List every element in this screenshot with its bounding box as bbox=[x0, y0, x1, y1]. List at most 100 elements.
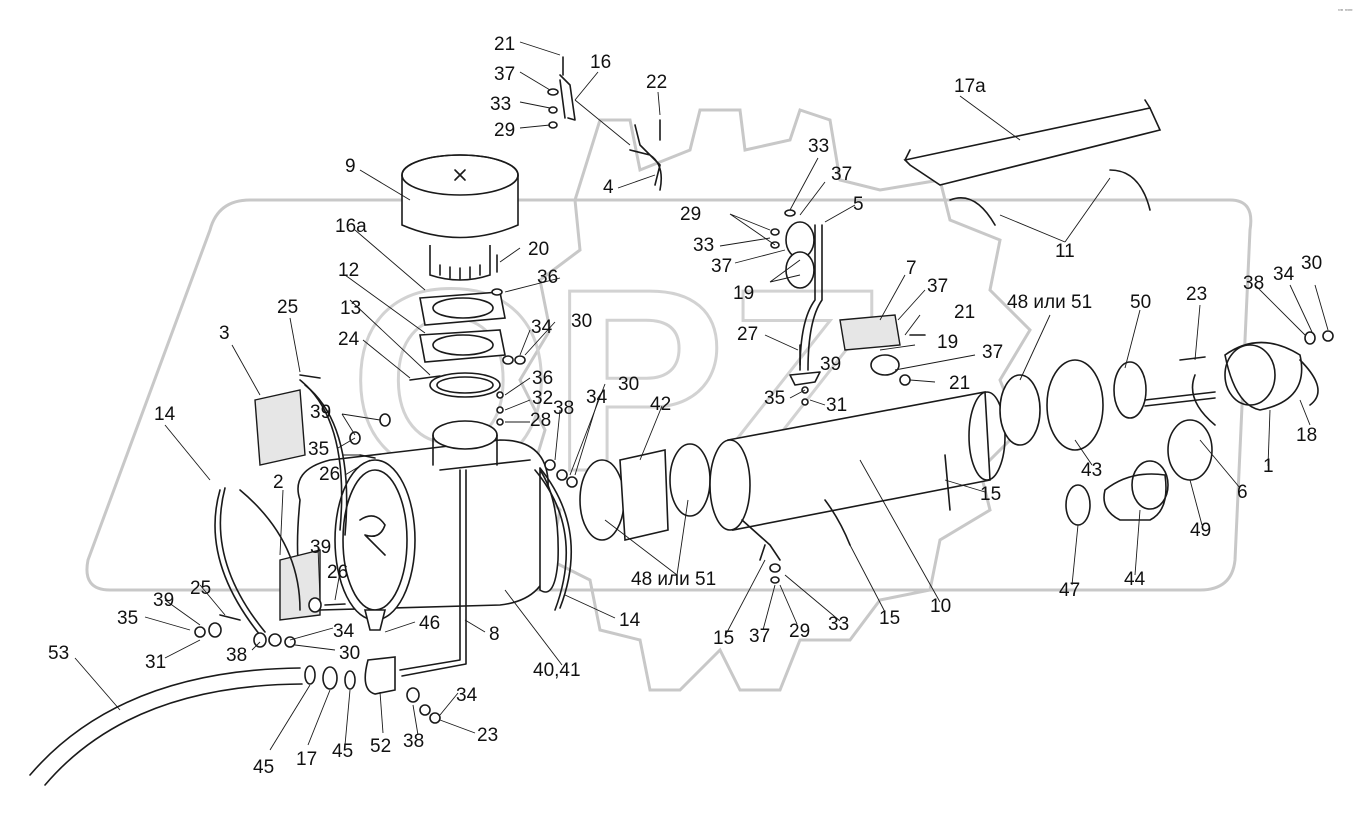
callout-43: 43 bbox=[1081, 460, 1102, 481]
callout-12: 12 bbox=[338, 260, 359, 281]
callout-15: 15 bbox=[980, 484, 1001, 505]
callout-8: 8 bbox=[489, 624, 500, 645]
intake-pipe bbox=[579, 359, 1147, 561]
dust-valve bbox=[363, 609, 387, 631]
elbows-and-clamps bbox=[1065, 341, 1319, 526]
callout-4: 4 bbox=[603, 177, 614, 198]
callout-38: 38 bbox=[1243, 273, 1264, 294]
callout-10: 10 bbox=[930, 596, 951, 617]
callout-46: 46 bbox=[419, 613, 440, 634]
callout-52: 52 bbox=[370, 736, 391, 757]
callout-15: 15 bbox=[713, 628, 734, 649]
callout-37: 37 bbox=[927, 276, 948, 297]
callout-37: 37 bbox=[831, 164, 852, 185]
callout-38: 38 bbox=[226, 645, 247, 666]
callout-39: 39 bbox=[153, 590, 174, 611]
callout-5: 5 bbox=[853, 194, 864, 215]
callout-2: 2 bbox=[273, 472, 284, 493]
callout-21: 21 bbox=[949, 373, 970, 394]
callout-27: 27 bbox=[737, 324, 758, 345]
callout-34: 34 bbox=[333, 621, 355, 642]
callout-15: 15 bbox=[879, 608, 900, 629]
callout-39: 39 bbox=[310, 537, 331, 558]
callout-42: 42 bbox=[650, 394, 671, 415]
callout-34: 34 bbox=[531, 317, 553, 338]
callout-19: 19 bbox=[733, 283, 754, 304]
callout-1: 1 bbox=[1263, 456, 1274, 477]
callout-25: 25 bbox=[190, 578, 211, 599]
gaskets bbox=[419, 291, 506, 398]
callout-53: 53 bbox=[48, 643, 69, 664]
callout-19: 19 bbox=[937, 332, 958, 353]
callout-28: 28 bbox=[530, 410, 551, 431]
callout-38: 38 bbox=[553, 398, 574, 419]
callout-21: 21 bbox=[494, 34, 515, 55]
callout-9: 9 bbox=[345, 156, 356, 177]
callout-33: 33 bbox=[808, 136, 829, 157]
callout-20: 20 bbox=[528, 239, 549, 260]
callout-30: 30 bbox=[571, 311, 592, 332]
callout-17: 17 bbox=[296, 749, 317, 770]
callout-48-or-51: 48 или 51 bbox=[1007, 292, 1092, 313]
callout-30: 30 bbox=[618, 374, 639, 395]
callout-39: 39 bbox=[310, 402, 331, 423]
inlet-neck bbox=[432, 420, 498, 450]
callout-36: 36 bbox=[537, 267, 558, 288]
callout-24: 24 bbox=[338, 329, 360, 350]
callout-39: 39 bbox=[820, 354, 841, 375]
precleaner bbox=[401, 154, 519, 281]
upper-brackets bbox=[559, 74, 1162, 226]
callout-36: 36 bbox=[532, 368, 553, 389]
callout-30: 30 bbox=[1301, 253, 1322, 274]
callout-37: 37 bbox=[982, 342, 1003, 363]
callout-14: 14 bbox=[619, 610, 641, 631]
callout-21: 21 bbox=[954, 302, 975, 323]
housing-brackets bbox=[214, 379, 573, 636]
callout-37: 37 bbox=[711, 256, 732, 277]
duct-support bbox=[785, 221, 901, 386]
callout-29: 29 bbox=[680, 204, 701, 225]
callout-37: 37 bbox=[494, 64, 515, 85]
leader-lines bbox=[74, 41, 1329, 751]
corner-mark: ▫▫ ▫▫▫ bbox=[1338, 7, 1352, 14]
callout-33: 33 bbox=[693, 235, 714, 256]
callout-40-41: 40,41 bbox=[533, 660, 581, 681]
callout-35: 35 bbox=[117, 608, 138, 629]
callout-32: 32 bbox=[532, 388, 553, 409]
callout-31: 31 bbox=[145, 652, 166, 673]
callout-25: 25 bbox=[277, 297, 298, 318]
callout-29: 29 bbox=[789, 621, 810, 642]
callout-13: 13 bbox=[340, 298, 361, 319]
callout-35: 35 bbox=[764, 388, 785, 409]
callout-34: 34 bbox=[586, 387, 608, 408]
callout-26: 26 bbox=[327, 562, 348, 583]
callout-16: 16 bbox=[590, 52, 611, 73]
air-cleaner-housing bbox=[296, 420, 559, 631]
callout-labels: 21 16 37 22 33 29 17а 9 4 33 37 29 5 16а… bbox=[48, 34, 1322, 778]
callout-37: 37 bbox=[749, 626, 770, 647]
callout-30: 30 bbox=[339, 643, 360, 664]
callout-44: 44 bbox=[1124, 569, 1146, 590]
callout-17a: 17а bbox=[954, 76, 986, 97]
callout-33: 33 bbox=[828, 614, 849, 635]
callout-49: 49 bbox=[1190, 520, 1211, 541]
callout-14: 14 bbox=[154, 404, 176, 425]
callout-23: 23 bbox=[477, 725, 498, 746]
callout-29: 29 bbox=[494, 120, 515, 141]
callout-50: 50 bbox=[1130, 292, 1151, 313]
callout-26: 26 bbox=[319, 464, 340, 485]
fasteners bbox=[194, 56, 1334, 724]
callout-35: 35 bbox=[308, 439, 329, 460]
callout-38: 38 bbox=[403, 731, 424, 752]
callout-18: 18 bbox=[1296, 425, 1317, 446]
callout-45: 45 bbox=[332, 741, 353, 762]
callout-34: 34 bbox=[1273, 264, 1295, 285]
callout-47: 47 bbox=[1059, 580, 1080, 601]
callout-23: 23 bbox=[1186, 284, 1207, 305]
callout-6: 6 bbox=[1237, 482, 1248, 503]
dust-evacuation-line bbox=[29, 469, 467, 786]
callout-34: 34 bbox=[456, 685, 478, 706]
callout-31: 31 bbox=[826, 395, 847, 416]
callout-16a: 16а bbox=[335, 216, 367, 237]
